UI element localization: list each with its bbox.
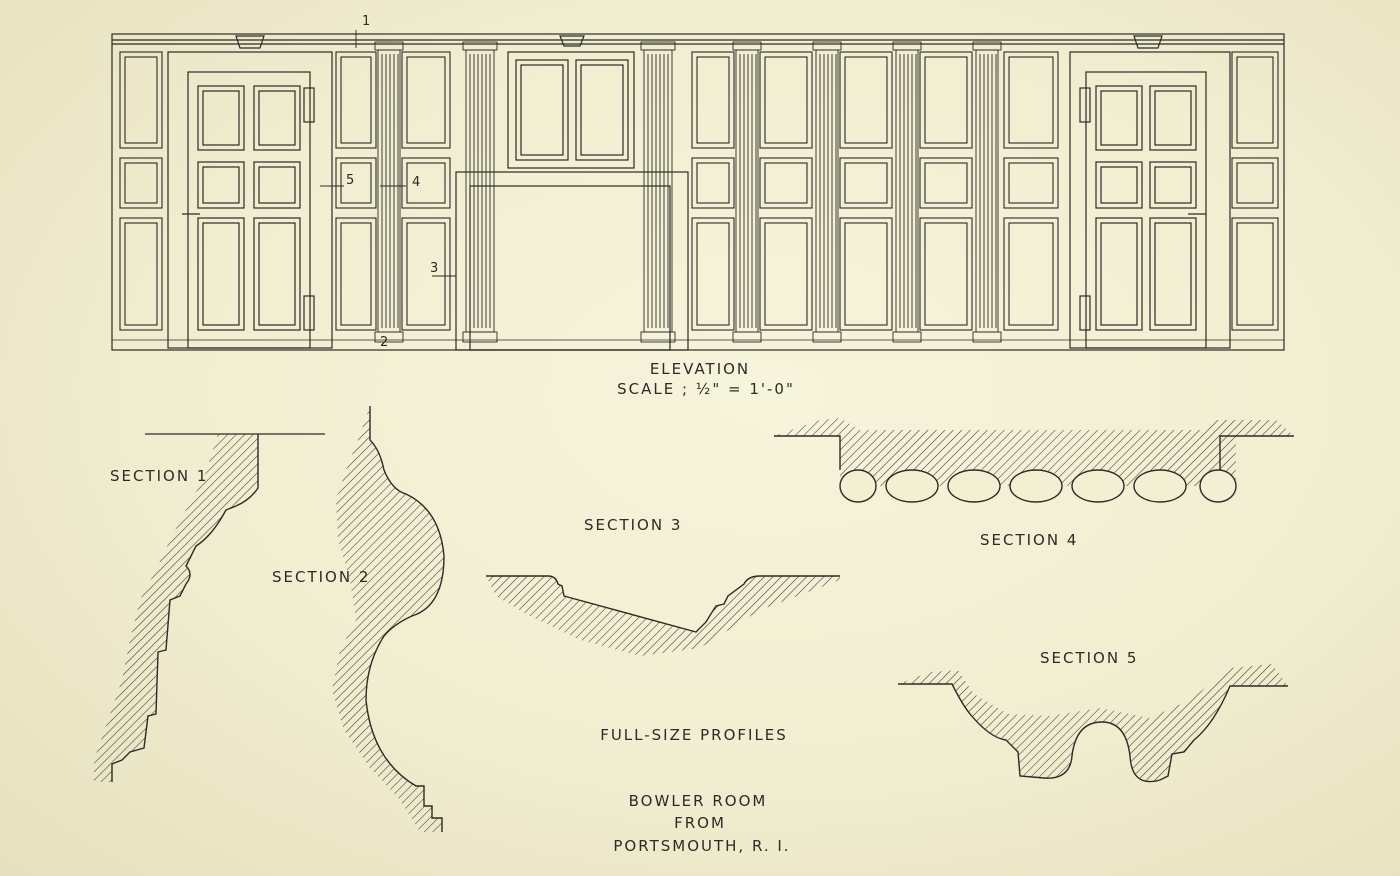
bead-molding [947, 469, 1001, 503]
pilaster [812, 41, 842, 343]
bead-molding [1009, 469, 1063, 503]
fluted-pilasters [374, 41, 1002, 343]
wall-panel [1231, 217, 1279, 331]
wall-panel [919, 217, 973, 331]
wall-panel [1003, 217, 1059, 331]
wall-panel [691, 51, 735, 149]
bead-molding [885, 469, 939, 503]
wall-panel [839, 51, 893, 149]
marker-3: 3 [430, 261, 438, 276]
wall-panels [119, 51, 1279, 331]
wall-panel [119, 217, 163, 331]
wall-panel [335, 217, 377, 331]
bead-molding [839, 469, 877, 503]
marker-4: 4 [412, 175, 420, 190]
wall-panel [119, 51, 163, 149]
wall-panel [759, 51, 813, 149]
marker-5: 5 [346, 173, 354, 188]
room-place: PORTSMOUTH, R. I. [613, 837, 790, 855]
marker-2: 2 [380, 335, 388, 350]
section-5-profile [898, 664, 1288, 783]
section-4-profile [774, 418, 1294, 503]
room-from: FROM [674, 814, 726, 832]
wall-panel [919, 157, 973, 209]
section-2-profile [332, 406, 445, 832]
wall-panel [691, 157, 735, 209]
wall-panel [1003, 157, 1059, 209]
wall-panel [401, 51, 451, 149]
section-3-label: SECTION 3 [584, 516, 682, 534]
section-5-label: SECTION 5 [1040, 649, 1138, 667]
wall-panel [401, 217, 451, 331]
section-3-profile [486, 575, 840, 656]
pilaster [374, 41, 404, 343]
pilaster [462, 41, 498, 343]
elevation-drawing [111, 33, 1285, 351]
wall-panel [919, 51, 973, 149]
pilaster [972, 41, 1002, 343]
pilaster [892, 41, 922, 343]
wall-panel [759, 217, 813, 331]
pilaster [640, 41, 676, 343]
wall-panel [335, 157, 377, 209]
wall-panel [1231, 51, 1279, 149]
wall-panel [839, 157, 893, 209]
section-4-label: SECTION 4 [980, 531, 1078, 549]
pilaster [732, 41, 762, 343]
elevation-markers [320, 30, 456, 277]
bead-molding [1199, 469, 1237, 503]
section-2-label: SECTION 2 [272, 568, 370, 586]
room-name: BOWLER ROOM [629, 792, 768, 810]
full-size-profiles-caption: FULL-SIZE PROFILES [600, 726, 788, 744]
wall-panel [1003, 51, 1059, 149]
wall-panel [335, 51, 377, 149]
wall-panel [119, 157, 163, 209]
wall-panel [1231, 157, 1279, 209]
wall-panel [839, 217, 893, 331]
wall-panel [759, 157, 813, 209]
section-1-label: SECTION 1 [110, 467, 208, 485]
section-1-profile [94, 433, 325, 782]
elevation-scale: SCALE ; ½" = 1'-0" [617, 380, 795, 398]
marker-1: 1 [362, 14, 370, 29]
bead-molding [1133, 469, 1187, 503]
elevation-title: ELEVATION [650, 360, 750, 378]
wall-panel [401, 157, 451, 209]
wall-panel [691, 217, 735, 331]
bead-molding [1071, 469, 1125, 503]
